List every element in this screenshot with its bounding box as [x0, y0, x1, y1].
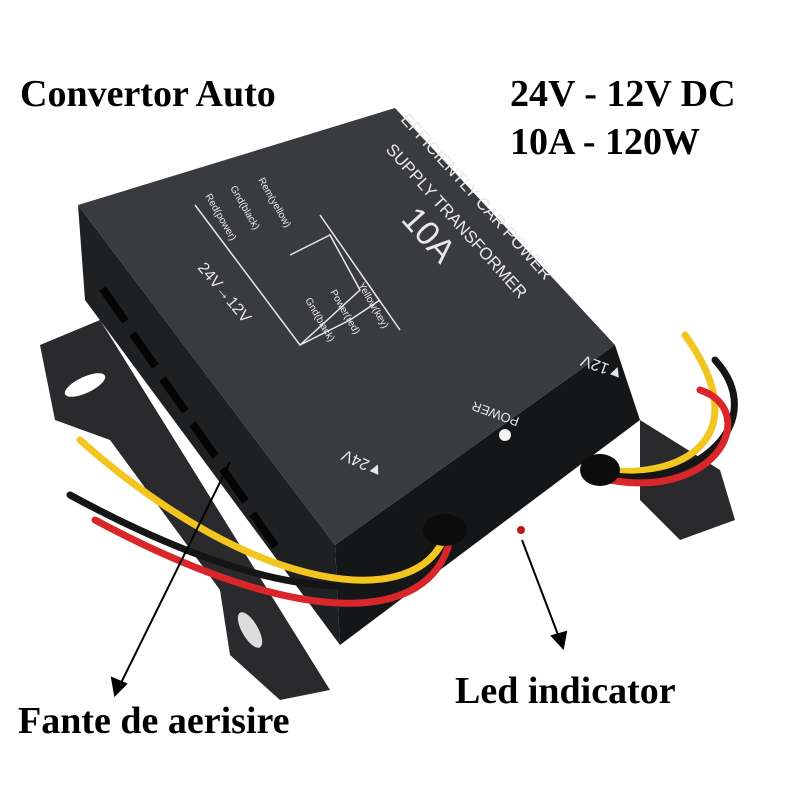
power-indicator-dot: [499, 429, 511, 441]
vent-slots: [99, 286, 279, 549]
input-wires: [66, 436, 454, 607]
led-indicator: [517, 526, 525, 534]
vent-caption: Fante de aerisire: [18, 700, 290, 742]
mounting-bracket-right: [640, 420, 735, 540]
mounting-bracket: [40, 320, 330, 700]
output-wires: [596, 331, 738, 487]
voltage-spec-caption: 24V - 12V DC: [510, 73, 736, 115]
bracket-slot: [237, 612, 263, 648]
wiring-diagram: [194, 204, 401, 347]
side-face: [78, 205, 340, 645]
annotation-arrows: [110, 461, 568, 698]
title-caption: Convertor Auto: [20, 73, 276, 115]
bracket-slot: [64, 373, 106, 397]
led-caption: Led indicator: [455, 670, 676, 712]
power-spec-caption: 10A - 120W: [510, 121, 700, 163]
top-face: [78, 108, 615, 545]
input-grommet: [423, 514, 467, 546]
output-grommet: [580, 454, 620, 486]
